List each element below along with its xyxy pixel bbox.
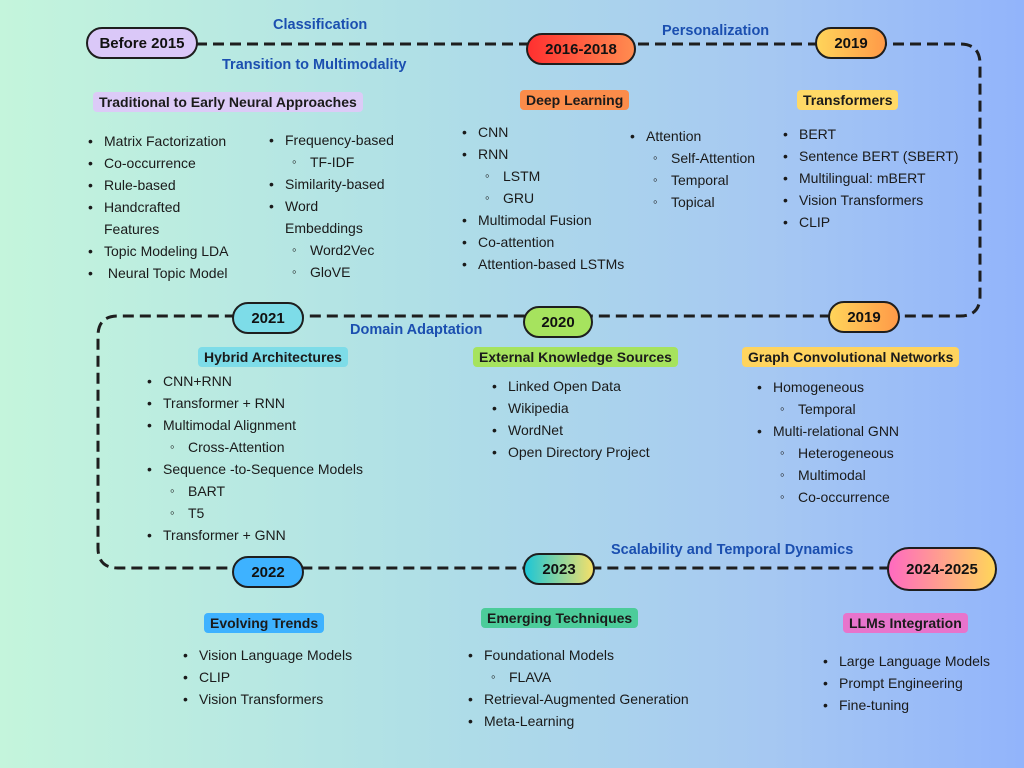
list-item: RNN (458, 143, 624, 165)
node-2024-2025: 2024-2025 (887, 547, 997, 591)
evolving-list: Vision Language Models CLIP Vision Trans… (179, 644, 352, 710)
list-item: Sentence BERT (SBERT) (779, 145, 959, 167)
list-subitem: Multimodal (753, 464, 899, 486)
list-subitem: Topical (626, 191, 755, 213)
list-subitem: LSTM (458, 165, 624, 187)
list-item: Co-occurrence (84, 152, 264, 174)
llms-list: Large Language Models Prompt Engineering… (819, 650, 990, 716)
list-subitem: BART (143, 480, 363, 502)
list-item: Attention-based LSTMs (458, 253, 624, 275)
tag-emerging-techniques: Emerging Techniques (481, 608, 639, 628)
tag-external-knowledge: External Knowledge Sources (473, 347, 678, 367)
list-item: Matrix Factorization (84, 130, 264, 152)
list-item: Wikipedia (488, 397, 650, 419)
list-subitem: Self-Attention (626, 147, 755, 169)
traditional-list-2: Frequency-based TF-IDF Similarity-based … (265, 129, 405, 283)
tag-evolving-trends: Evolving Trends (204, 613, 325, 633)
list-item: Multimodal Fusion (458, 209, 624, 231)
list-subitem: Heterogeneous (753, 442, 899, 464)
list-item: CLIP (779, 211, 959, 233)
list-subitem: T5 (143, 502, 363, 524)
tag-deep-learning: Deep Learning (520, 90, 630, 110)
list-item: Homogeneous (753, 376, 899, 398)
phase-scalability: Scalability and Temporal Dynamics (611, 542, 854, 558)
node-2020: 2020 (523, 306, 593, 338)
list-item: Rule-based (84, 174, 264, 196)
phase-classification: Classification (273, 17, 368, 33)
list-item: Attention (626, 125, 755, 147)
list-item: BERT (779, 123, 959, 145)
list-subitem: Temporal (626, 169, 755, 191)
tag-transformers: Transformers (797, 90, 899, 110)
list-item: Vision Language Models (179, 644, 352, 666)
list-item: Frequency-based (265, 129, 405, 151)
list-subitem: Word2Vec (265, 239, 405, 261)
emerging-list: Foundational Models FLAVA Retrieval-Augm… (464, 644, 689, 732)
list-item: Multimodal Alignment (143, 414, 363, 436)
list-item: Multilingual: mBERT (779, 167, 959, 189)
list-subitem: Cross-Attention (143, 436, 363, 458)
list-item: Topic Modeling LDA (84, 240, 264, 262)
node-2023: 2023 (523, 553, 595, 585)
deep-learning-list-2: Attention Self-Attention Temporal Topica… (626, 125, 755, 213)
tag-hybrid: Hybrid Architectures (198, 347, 348, 367)
phase-personalization: Personalization (662, 23, 770, 39)
list-subitem: FLAVA (464, 666, 689, 688)
list-item: Vision Transformers (179, 688, 352, 710)
list-subitem: Temporal (753, 398, 899, 420)
list-item: Transformer + RNN (143, 392, 363, 414)
list-subitem: TF-IDF (265, 151, 405, 173)
list-item: Retrieval-Augmented Generation (464, 688, 689, 710)
node-2016-2018: 2016-2018 (526, 33, 636, 65)
list-item: Open Directory Project (488, 441, 650, 463)
list-item: Sequence -to-Sequence Models (143, 458, 363, 480)
list-item: Handcrafted Features (84, 196, 204, 240)
node-2022: 2022 (232, 556, 304, 588)
node-2021: 2021 (232, 302, 304, 334)
list-subitem: GloVE (265, 261, 405, 283)
list-item: Prompt Engineering (819, 672, 990, 694)
list-item: Vision Transformers (779, 189, 959, 211)
list-item: Multi-relational GNN (753, 420, 899, 442)
list-item: Fine-tuning (819, 694, 990, 716)
list-item: Co-attention (458, 231, 624, 253)
tag-gcn: Graph Convolutional Networks (742, 347, 960, 367)
traditional-list-1: Matrix Factorization Co-occurrence Rule-… (84, 130, 264, 284)
list-item: Linked Open Data (488, 375, 650, 397)
list-subitem: Co-occurrence (753, 486, 899, 508)
list-item: Similarity-based (265, 173, 405, 195)
timeline-dashed-line (96, 42, 982, 570)
node-2019-mid: 2019 (828, 301, 900, 333)
external-knowledge-list: Linked Open Data Wikipedia WordNet Open … (488, 375, 650, 463)
phase-transition: Transition to Multimodality (222, 57, 407, 73)
list-item: Neural Topic Model (84, 262, 264, 284)
list-item: Meta-Learning (464, 710, 689, 732)
list-item: Foundational Models (464, 644, 689, 666)
phase-domain-adaptation: Domain Adaptation (350, 322, 483, 338)
deep-learning-list-1: CNN RNN LSTM GRU Multimodal Fusion Co-at… (458, 121, 624, 275)
list-item: Word Embeddings (265, 195, 365, 239)
tag-llms-integration: LLMs Integration (843, 613, 968, 633)
list-item: WordNet (488, 419, 650, 441)
list-item: Large Language Models (819, 650, 990, 672)
list-item: CNN+RNN (143, 370, 363, 392)
list-item: CLIP (179, 666, 352, 688)
transformers-list: BERT Sentence BERT (SBERT) Multilingual:… (779, 123, 959, 233)
list-subitem: GRU (458, 187, 624, 209)
gcn-list: Homogeneous Temporal Multi-relational GN… (753, 376, 899, 508)
hybrid-list: CNN+RNN Transformer + RNN Multimodal Ali… (143, 370, 363, 546)
list-item: Transformer + GNN (143, 524, 363, 546)
node-2019-top: 2019 (815, 27, 887, 59)
node-before-2015: Before 2015 (86, 27, 198, 59)
list-item: CNN (458, 121, 624, 143)
tag-traditional: Traditional to Early Neural Approaches (93, 92, 363, 112)
